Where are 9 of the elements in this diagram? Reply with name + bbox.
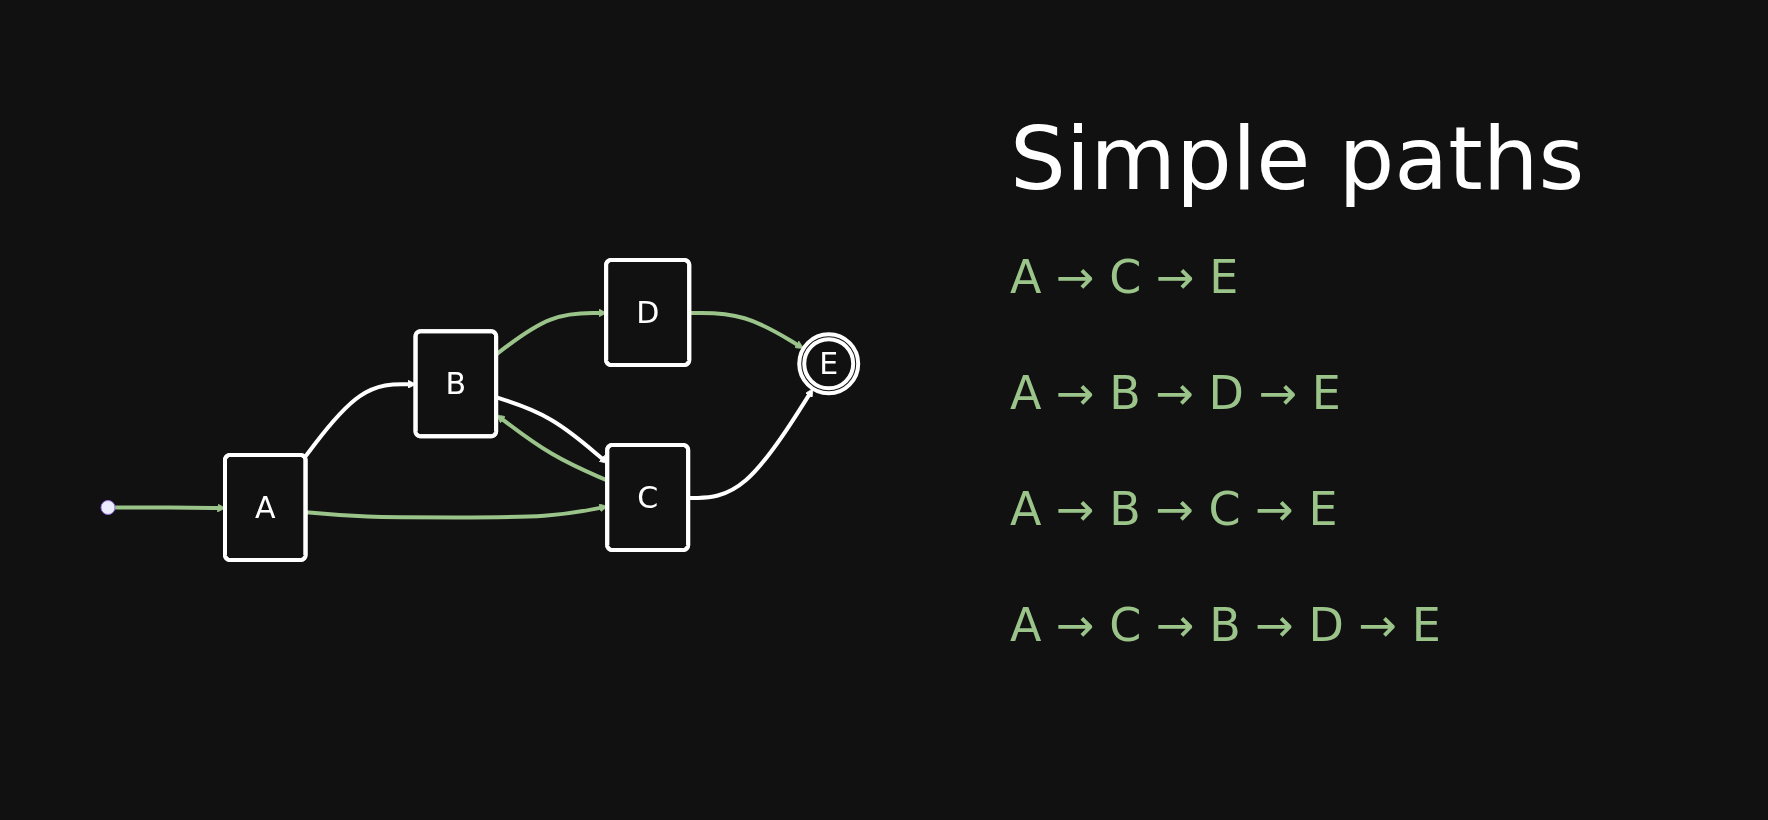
node-circle bbox=[100, 500, 116, 515]
path-sequence: A → C → E bbox=[1010, 249, 1239, 304]
path-sequence: A → B → D → E bbox=[1010, 365, 1341, 420]
path-sequence: A → B → C → E bbox=[1010, 481, 1338, 536]
title: Simple paths bbox=[1010, 106, 1585, 210]
arrow bbox=[689, 388, 814, 500]
arrow bbox=[690, 310, 805, 349]
node-circle: E bbox=[797, 332, 861, 396]
path-sequence: A → C → B → D → E bbox=[1010, 597, 1441, 652]
